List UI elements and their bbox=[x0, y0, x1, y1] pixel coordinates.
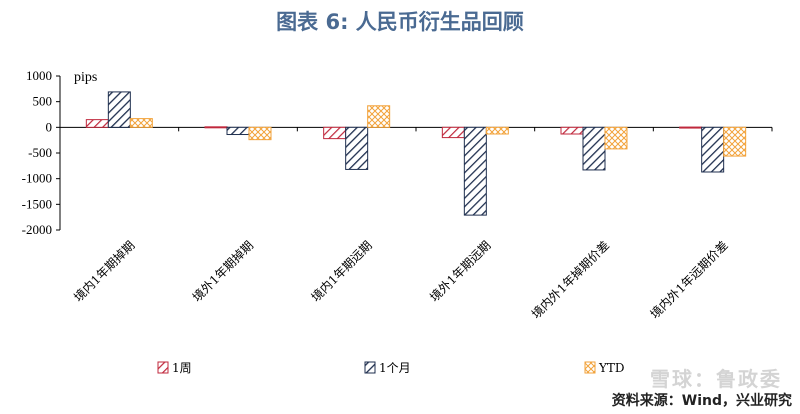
y-tick-label: -500 bbox=[28, 145, 52, 160]
y-tick-label: -2000 bbox=[22, 222, 52, 237]
bar-3-4 bbox=[485, 126, 509, 135]
bar-3-2 bbox=[248, 126, 272, 141]
bar-3-5 bbox=[604, 126, 628, 150]
watermark: 雪球：鲁政委 bbox=[650, 367, 782, 391]
y-tick-label: 0 bbox=[46, 119, 53, 134]
bar-2-5 bbox=[582, 126, 606, 171]
bar-1-1 bbox=[85, 119, 109, 128]
category-label: 境内外1年掉期价差 bbox=[528, 238, 612, 322]
bar-1-2 bbox=[204, 126, 228, 129]
bar-1-6 bbox=[679, 126, 703, 129]
axes: 1000 500 0 -500 -1000 -1500 -2000 pips bbox=[22, 68, 773, 237]
bar-1-4 bbox=[441, 126, 465, 139]
legend-label-1: 1周 bbox=[172, 361, 192, 375]
legend-swatch-2 bbox=[364, 361, 376, 374]
legend-swatch-3 bbox=[584, 361, 596, 374]
bar-3-3 bbox=[367, 105, 391, 128]
y-tick-label: 500 bbox=[33, 94, 53, 109]
bar-2-3 bbox=[345, 126, 369, 170]
source-note: 资料来源：Wind，兴业研究 bbox=[611, 393, 792, 409]
bar-2-2 bbox=[226, 126, 250, 136]
bars bbox=[85, 91, 747, 216]
bar-2-6 bbox=[701, 126, 725, 173]
category-label: 境内1年期掉期 bbox=[71, 238, 138, 305]
category-label: 境内1年期远期 bbox=[308, 238, 375, 305]
bar-2-1 bbox=[107, 91, 131, 128]
y-tick-label: -1000 bbox=[22, 171, 52, 186]
chart-title: 图表 6: 人民币衍生品回顾 bbox=[276, 10, 524, 34]
y-unit-label: pips bbox=[74, 70, 97, 85]
y-tick-label: -1500 bbox=[22, 196, 52, 211]
category-labels: 境内1年期掉期境外1年期掉期境内1年期远期境外1年期远期境内外1年掉期价差境内外… bbox=[71, 238, 731, 322]
bar-1-3 bbox=[323, 126, 347, 140]
category-label: 境内外1年远期价差 bbox=[647, 238, 731, 322]
bar-1-5 bbox=[560, 126, 584, 135]
y-tick-label: 1000 bbox=[26, 68, 52, 83]
bar-3-6 bbox=[723, 126, 747, 157]
bar-3-1 bbox=[129, 118, 153, 128]
legend-label-3: YTD bbox=[598, 361, 625, 375]
category-label: 境外1年期远期 bbox=[427, 238, 494, 305]
bar-2-4 bbox=[463, 126, 487, 216]
legend-swatch-1 bbox=[157, 361, 169, 374]
legend-label-2: 1个月 bbox=[379, 361, 411, 375]
legend: 1周 1个月 YTD bbox=[157, 361, 625, 375]
category-label: 境外1年期掉期 bbox=[189, 238, 256, 305]
